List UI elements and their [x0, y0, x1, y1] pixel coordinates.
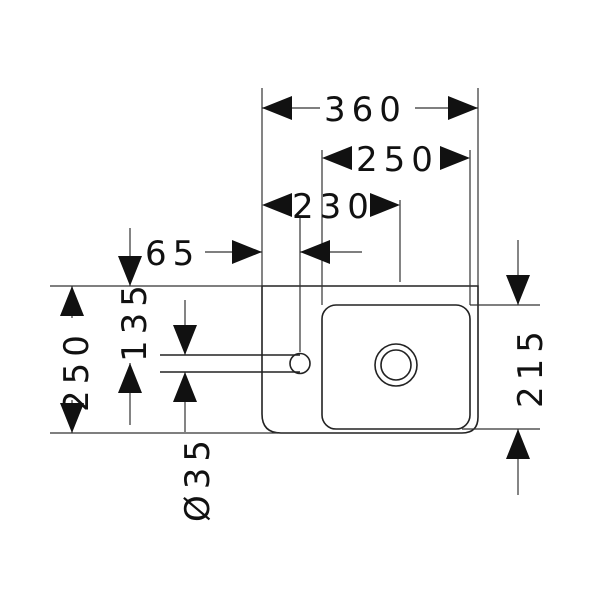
- label-diameter-35: Ø35: [178, 434, 218, 522]
- dimension-230: 230: [262, 187, 400, 227]
- arrow-right-icon: [370, 193, 400, 217]
- label-65: 65: [145, 234, 200, 274]
- extension-lines: [50, 88, 540, 434]
- label-135: 135: [115, 279, 155, 362]
- dimension-135: 135: [115, 228, 155, 425]
- arrow-left-icon: [262, 96, 292, 120]
- dimension-65: 65: [145, 234, 362, 274]
- arrow-right-icon: [232, 240, 262, 264]
- arrow-left-icon: [262, 193, 292, 217]
- arrow-up-icon: [60, 286, 84, 316]
- arrow-down-icon: [60, 403, 84, 433]
- label-250-left: 250: [57, 329, 97, 412]
- arrow-down-icon: [118, 256, 142, 286]
- label-215: 215: [511, 325, 551, 408]
- dimension-diameter-35: Ø35: [173, 300, 218, 522]
- arrow-up-icon: [173, 372, 197, 402]
- arrow-down-icon: [506, 275, 530, 305]
- label-360: 360: [324, 90, 407, 130]
- basin-bowl: [321, 304, 471, 430]
- dimension-250-left: 250: [56, 286, 97, 433]
- arrow-left-icon: [300, 240, 330, 264]
- label-250-top: 250: [356, 140, 439, 180]
- dimension-250-top: 250: [322, 140, 470, 180]
- towel-rail: [160, 352, 311, 375]
- label-230: 230: [292, 187, 375, 227]
- dimension-215: 215: [506, 240, 551, 495]
- arrow-right-icon: [440, 146, 470, 170]
- arrow-left-icon: [322, 146, 352, 170]
- arrow-right-icon: [448, 96, 478, 120]
- arrow-down-icon: [173, 325, 197, 355]
- arrow-up-icon: [118, 363, 142, 393]
- arrow-up-icon: [506, 429, 530, 459]
- basin-outline: [261, 285, 479, 434]
- dimension-360: 360: [262, 90, 478, 130]
- drain-icon: [374, 343, 418, 387]
